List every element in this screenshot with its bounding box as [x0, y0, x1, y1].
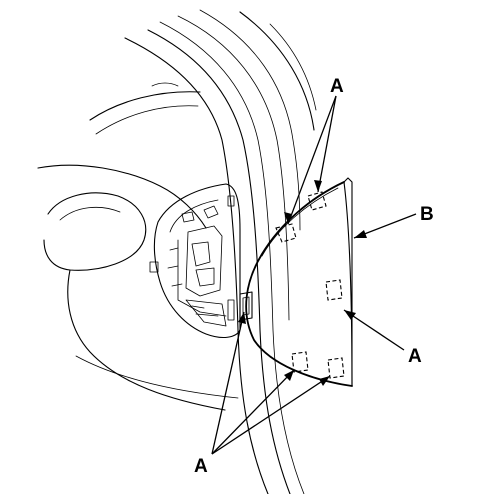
callout-clip-bottom: A	[194, 456, 208, 477]
leader-lines	[211, 95, 417, 455]
seat-outline	[37, 82, 239, 411]
clip-middle	[325, 279, 343, 301]
clip-bottom-left	[291, 351, 309, 373]
callout-labels: A B A A	[194, 76, 434, 477]
pillar-frame	[124, 9, 317, 494]
clip-top-right	[307, 191, 327, 211]
callout-clip-top: A	[330, 76, 344, 97]
callout-clip-mid: A	[408, 346, 422, 367]
trim-panel	[245, 177, 353, 387]
pillar-cavity	[149, 183, 241, 339]
callout-panel: B	[420, 204, 434, 225]
clip-outlines	[275, 191, 345, 379]
clip-bottom-right	[327, 357, 345, 379]
